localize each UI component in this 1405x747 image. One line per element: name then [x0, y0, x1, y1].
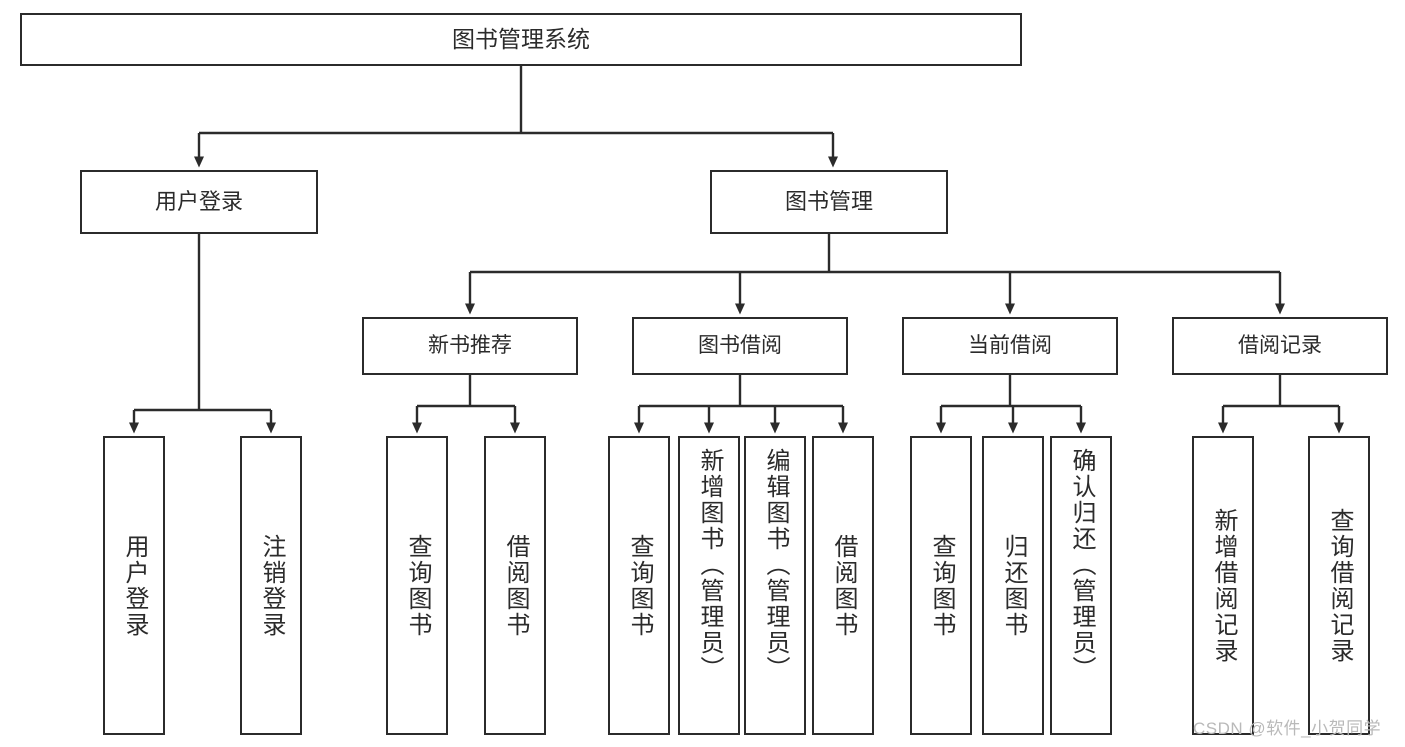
node-leaf-query-book-2-label: 查询图书	[626, 533, 653, 638]
node-leaf-user-login[interactable]: 用户登录	[103, 436, 165, 735]
node-leaf-return-book[interactable]: 归还图书	[982, 436, 1044, 735]
node-leaf-query-book-3[interactable]: 查询图书	[910, 436, 972, 735]
node-leaf-query-record-label: 查询借阅记录	[1326, 507, 1353, 664]
node-leaf-query-book-2[interactable]: 查询图书	[608, 436, 670, 735]
node-leaf-borrow-book-1[interactable]: 借阅图书	[484, 436, 546, 735]
node-user-login[interactable]: 用户登录	[80, 170, 318, 234]
node-book-borrow-label: 图书借阅	[698, 334, 782, 358]
node-borrow-record[interactable]: 借阅记录	[1172, 317, 1388, 375]
node-leaf-add-book[interactable]: 新增图书（管理员）	[678, 436, 740, 735]
node-leaf-query-book-1-label: 查询图书	[404, 533, 431, 638]
node-leaf-return-book-label: 归还图书	[1000, 533, 1027, 638]
csdn-watermark: CSDN @软件_小贺同学	[1193, 719, 1382, 738]
node-current-borrow[interactable]: 当前借阅	[902, 317, 1118, 375]
node-leaf-query-book-1[interactable]: 查询图书	[386, 436, 448, 735]
node-leaf-edit-book[interactable]: 编辑图书（管理员）	[744, 436, 806, 735]
node-current-borrow-label: 当前借阅	[968, 334, 1052, 358]
node-book-borrow[interactable]: 图书借阅	[632, 317, 848, 375]
node-leaf-confirm-return-label: 确认归还（管理员）	[1068, 448, 1095, 682]
node-leaf-query-record[interactable]: 查询借阅记录	[1308, 436, 1370, 735]
node-leaf-user-login-label: 用户登录	[121, 533, 148, 638]
node-new-book-recommend[interactable]: 新书推荐	[362, 317, 578, 375]
node-leaf-user-logout[interactable]: 注销登录	[240, 436, 302, 735]
node-leaf-borrow-book-2-label: 借阅图书	[830, 533, 857, 638]
node-leaf-user-logout-label: 注销登录	[258, 533, 285, 638]
node-book-manage-label: 图书管理	[784, 188, 873, 214]
node-leaf-borrow-book-2[interactable]: 借阅图书	[812, 436, 874, 735]
node-leaf-confirm-return[interactable]: 确认归还（管理员）	[1050, 436, 1112, 735]
node-user-login-label: 用户登录	[154, 188, 243, 214]
node-leaf-edit-book-label: 编辑图书（管理员）	[762, 448, 789, 682]
node-root-label: 图书管理系统	[452, 25, 590, 52]
node-leaf-add-record-label: 新增借阅记录	[1210, 507, 1237, 664]
node-borrow-record-label: 借阅记录	[1238, 334, 1322, 358]
node-leaf-borrow-book-1-label: 借阅图书	[502, 533, 529, 638]
node-leaf-add-book-label: 新增图书（管理员）	[696, 448, 723, 682]
node-book-manage[interactable]: 图书管理	[710, 170, 948, 234]
node-new-book-recommend-label: 新书推荐	[428, 334, 512, 358]
node-leaf-add-record[interactable]: 新增借阅记录	[1192, 436, 1254, 735]
node-root[interactable]: 图书管理系统	[20, 13, 1022, 66]
node-leaf-query-book-3-label: 查询图书	[928, 533, 955, 638]
